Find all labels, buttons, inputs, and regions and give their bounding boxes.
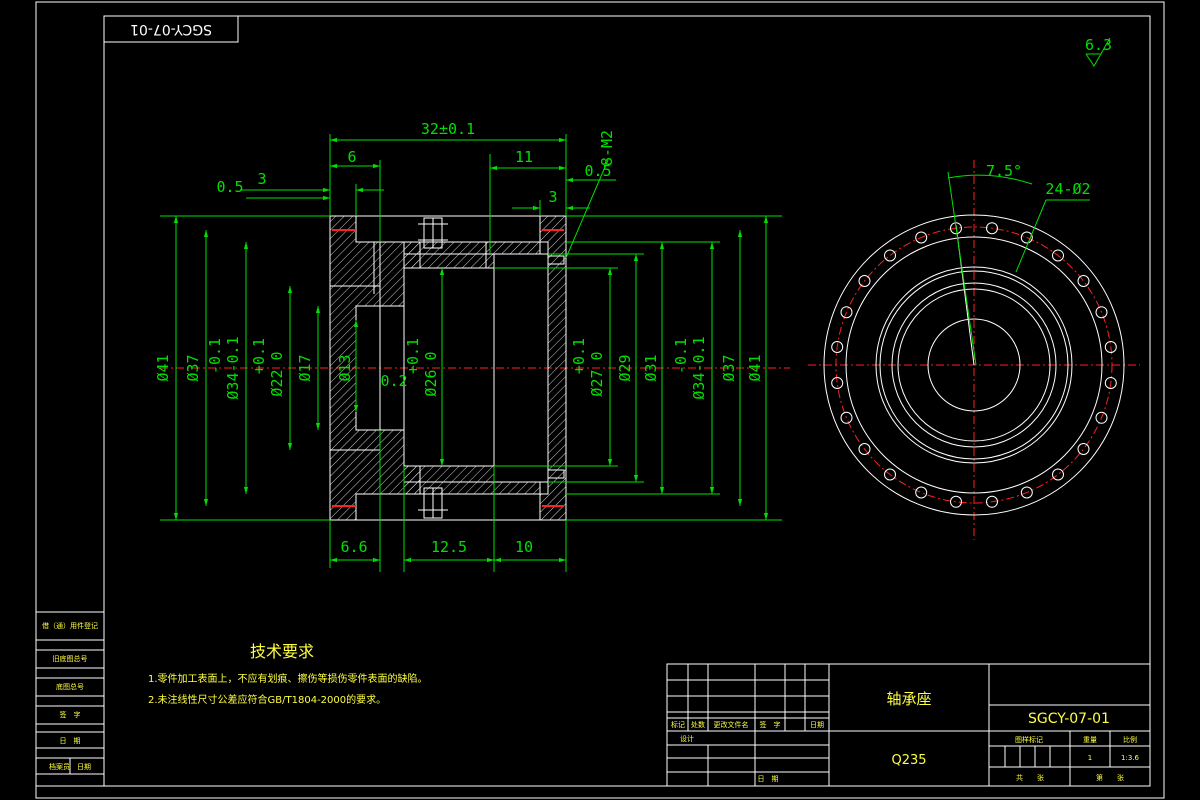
dim-phi22: Ø22 0 — [268, 351, 286, 396]
bolt-hole — [1077, 443, 1090, 455]
title-block: 标记 处数 更改文件名 签 字 日期 设计 日 期 轴承座 Q235 SGCY-… — [666, 663, 1151, 787]
dim-phi37-left: Ø37 — [184, 354, 202, 381]
dim-phi29: Ø29 — [616, 354, 634, 381]
dimensions: 32±0.1 6 11 3 0.5 3 0.5 8-M2 6.6 12.5 10 — [154, 120, 782, 572]
dim-11: 11 — [515, 148, 533, 166]
left-row-1: 旧底图总号 — [53, 654, 88, 663]
bolt-hole — [1020, 486, 1033, 499]
tol-34-right: -0.1 — [672, 338, 690, 374]
bolt-hole — [986, 495, 998, 508]
dim-phi34-right: Ø34-0.1 — [690, 336, 708, 399]
dim-phi17: Ø17 — [296, 354, 314, 381]
bolt-holes — [831, 222, 1117, 508]
tech-requirements: 技术要求 1.零件加工表面上，不应有划痕、擦伤等损伤零件表面的缺陷。 2.未注线… — [148, 642, 428, 706]
tol-27: +0.1 — [570, 338, 588, 374]
tb-header-1: 处数 — [691, 720, 705, 729]
dim-6-6: 6.6 — [340, 538, 367, 556]
tb-weight: 重量 — [1083, 736, 1097, 744]
left-block: 借（通）用件登记 旧底图总号 底图总号 签 字 日 期 档案员 日期 — [35, 611, 105, 787]
tol-34-left: -0.1 — [206, 338, 224, 374]
tb-weight-value: 1 — [1088, 754, 1092, 762]
dim-phi13: Ø13 — [336, 354, 354, 381]
dim-phi27: Ø27 0 — [588, 351, 606, 396]
left-row-5: 档案员 日期 — [49, 762, 91, 771]
bolt-hole — [1020, 231, 1033, 244]
dim-3-right: 3 — [548, 188, 557, 206]
dim-phi37-right: Ø37 — [720, 354, 738, 381]
rotated-number-box: SGCY-07-01 — [103, 15, 239, 43]
bolt-hole — [858, 275, 871, 287]
bolt-hole — [950, 222, 962, 235]
bolt-hole — [915, 486, 928, 499]
tb-stage-mark: 图样标记 — [1015, 735, 1043, 744]
bolt-hole — [1052, 249, 1064, 262]
roughness-value: 6.3 — [1085, 36, 1112, 54]
tech-req-2: 2.未注线性尺寸公差应符合GB/T1804-2000的要求。 — [148, 693, 386, 706]
bolt-hole — [858, 443, 871, 455]
screw-bottom — [418, 487, 448, 519]
left-row-2: 底图总号 — [56, 682, 84, 691]
left-row-4: 日 期 — [60, 737, 81, 745]
tech-req-title: 技术要求 — [250, 642, 314, 661]
tb-design: 设计 — [680, 734, 694, 743]
bolt-hole — [884, 249, 896, 262]
bolt-hole — [1095, 411, 1108, 424]
tb-material: Q235 — [891, 753, 926, 768]
bolt-hole — [1104, 341, 1117, 353]
roughness-symbol: 6.3 — [1085, 36, 1112, 67]
tb-scale-value: 1:3.6 — [1121, 754, 1139, 762]
bolt-hole — [840, 411, 853, 424]
rotated-drawing-number: SGCY-07-01 — [130, 21, 212, 37]
bolt-hole — [1077, 275, 1090, 287]
dim-6: 6 — [347, 148, 356, 166]
tol-22: +0.1 — [250, 338, 268, 374]
dim-3-left: 3 — [257, 170, 266, 188]
bolt-hole — [915, 231, 928, 244]
bolt-hole — [1095, 306, 1108, 319]
tb-header-2: 更改文件名 — [714, 720, 749, 729]
bolt-hole — [1104, 377, 1117, 389]
tb-part-name: 轴承座 — [886, 690, 931, 708]
tb-drawing-no: SGCY-07-01 — [1028, 711, 1110, 727]
dim-overall-length: 32±0.1 — [421, 120, 475, 138]
dim-12-5: 12.5 — [431, 538, 467, 556]
tb-header-0: 标记 — [671, 720, 685, 729]
bolt-hole — [884, 468, 896, 481]
left-row-3: 签 字 — [60, 710, 81, 719]
tech-req-1: 1.零件加工表面上，不应有划痕、擦伤等损伤零件表面的缺陷。 — [148, 672, 428, 685]
tol-26: +0.1 — [404, 338, 422, 374]
dim-thread: 8-M2 — [598, 130, 616, 166]
bolt-hole — [986, 222, 998, 235]
dim-phi41-left: Ø41 — [154, 354, 172, 381]
bolt-hole — [1052, 468, 1064, 481]
dim-10: 10 — [515, 538, 533, 556]
left-row-0: 借（通）用件登记 — [42, 621, 98, 630]
dim-05-left: 0.5 — [216, 178, 243, 196]
inner-frame — [103, 15, 1151, 787]
bolt-hole — [950, 495, 962, 508]
dim-phi41-right: Ø41 — [746, 354, 764, 381]
dim-angle: 7.5° — [986, 162, 1022, 180]
tb-date: 日 期 — [758, 775, 779, 783]
dim-phi31: Ø31 — [642, 354, 660, 381]
end-view: 7.5° 24-Ø2 — [808, 160, 1140, 540]
tb-header-4: 日期 — [810, 721, 824, 729]
dim-holes: 24-Ø2 — [1045, 180, 1090, 198]
outer-frame — [35, 1, 1165, 799]
dim-0-2: 0.2 — [380, 372, 407, 390]
bolt-hole — [831, 377, 844, 389]
tb-sheet-total: 共 张 — [1016, 773, 1044, 782]
bolt-hole — [831, 341, 844, 353]
tb-sheet-no: 第 张 — [1096, 773, 1124, 782]
dim-phi34-left: Ø34-0.1 — [224, 336, 242, 399]
tb-scale: 比例 — [1123, 735, 1137, 744]
dim-phi26: Ø26 0 — [422, 351, 440, 396]
bolt-hole — [840, 306, 853, 319]
screw-top — [418, 217, 448, 249]
tb-header-3: 签 字 — [760, 720, 781, 729]
